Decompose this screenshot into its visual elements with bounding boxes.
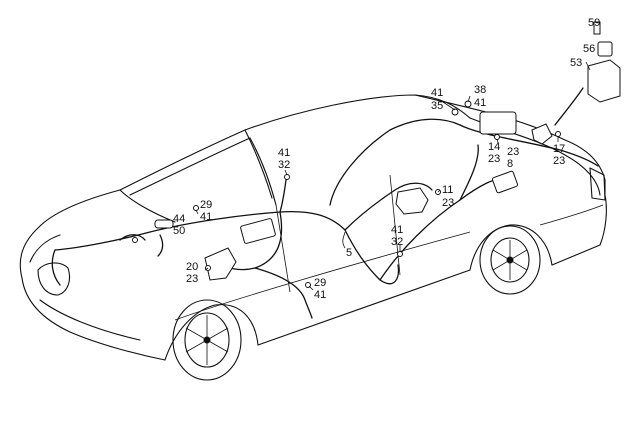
- relay-56: [597, 41, 613, 57]
- connector-32a: [284, 174, 290, 180]
- label-41e: 41: [391, 224, 403, 236]
- label-29b: 29: [314, 277, 326, 289]
- label-38: 38: [474, 84, 486, 96]
- connector-35: [451, 108, 459, 116]
- front-seat-module: [204, 247, 237, 281]
- connector-14: [494, 134, 500, 140]
- label-17: 17: [553, 143, 565, 155]
- label-23a: 23: [488, 153, 500, 165]
- label-5: 5: [346, 247, 352, 259]
- label-23d: 23: [442, 197, 454, 209]
- label-32b: 32: [391, 236, 403, 248]
- label-41a: 41: [431, 87, 443, 99]
- label-41f: 41: [314, 289, 326, 301]
- label-23c: 23: [553, 155, 565, 167]
- label-8: 8: [507, 158, 513, 170]
- label-23b: 23: [507, 146, 519, 158]
- label-50: 50: [173, 225, 185, 237]
- label-14: 14: [488, 141, 500, 153]
- label-29a: 29: [200, 199, 212, 211]
- control-module-rear: [479, 111, 517, 135]
- label-35: 35: [431, 100, 443, 112]
- fuse-59: [593, 21, 601, 35]
- front-wheel: [172, 299, 242, 381]
- label-59: 59: [588, 17, 600, 29]
- rear-seat-module: [395, 187, 429, 215]
- label-53: 53: [570, 57, 582, 69]
- connector-44: [154, 219, 174, 229]
- wiring-harness: [51, 87, 599, 319]
- label-23e: 23: [186, 273, 198, 285]
- rear-wheel: [479, 225, 541, 295]
- module-53: [587, 59, 621, 103]
- connector-17: [555, 131, 561, 137]
- label-56: 56: [583, 43, 595, 55]
- label-20: 20: [186, 261, 198, 273]
- label-41b: 41: [474, 97, 486, 109]
- label-44: 44: [173, 213, 185, 225]
- label-11: 11: [442, 184, 453, 196]
- label-41d: 41: [200, 211, 212, 223]
- callout-labels: 59 56 53 41 35 38 41 14 23 23 8 17 23 41…: [173, 17, 600, 301]
- label-32a: 32: [278, 159, 290, 171]
- leader-lines: [195, 61, 591, 291]
- bracket-17: [531, 123, 553, 145]
- connector-front: [132, 237, 138, 243]
- components: [132, 21, 621, 288]
- connector-32b: [397, 251, 403, 257]
- connector-29a: [193, 205, 199, 211]
- control-module-center: [240, 218, 276, 244]
- rear-sensor: [491, 170, 519, 194]
- car-body: [19, 94, 607, 361]
- label-41c: 41: [278, 147, 290, 159]
